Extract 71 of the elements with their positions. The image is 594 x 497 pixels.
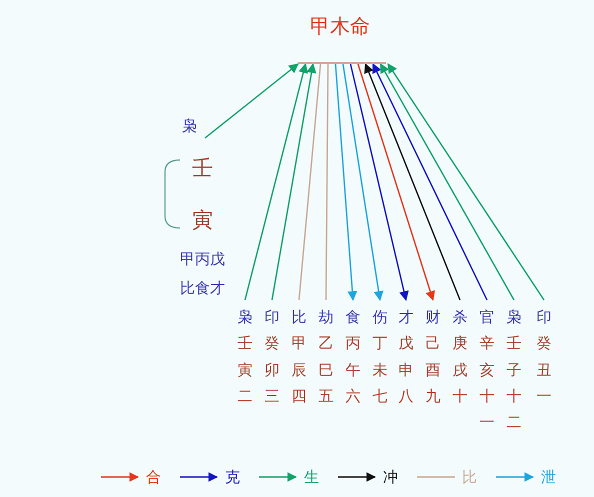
number-label: 七 (372, 386, 388, 407)
branch-label: 子 (506, 360, 522, 380)
legend-label: 生 (304, 467, 319, 488)
legend-label: 合 (146, 467, 161, 488)
number-label: 八 (398, 386, 414, 407)
stem-label: 癸 (536, 333, 552, 354)
branch-label: 辰 (292, 360, 306, 380)
ten-god-label: 杀 (452, 307, 468, 328)
stem-label: 丁 (372, 333, 388, 354)
stem-label: 戊 (398, 333, 414, 354)
stem-label: 壬 (506, 333, 522, 354)
arrow (357, 64, 435, 301)
ten-god-label: 财 (426, 307, 440, 328)
number-label: 三 (264, 386, 280, 407)
ten-god-label: 甲丙戊 (180, 249, 225, 270)
stem-branch-label: 壬 (192, 155, 213, 182)
stem-label: 辛 (480, 333, 494, 354)
number-label: 一 (536, 386, 552, 407)
arrow (342, 64, 384, 301)
ten-god-label: 比食才 (180, 278, 225, 299)
number-label: 九 (426, 386, 440, 407)
ten-god-label: 比 (292, 307, 306, 328)
stem-label: 甲 (292, 333, 306, 354)
ten-god-label: 印 (264, 307, 280, 328)
branch-label: 申 (398, 360, 414, 380)
branch-label: 午 (346, 360, 360, 380)
ten-god-label: 印 (536, 307, 552, 328)
legend-label: 克 (225, 467, 240, 488)
branch-label: 丑 (536, 360, 552, 380)
ten-god-label: 枭 (182, 117, 197, 135)
arrow (350, 64, 409, 301)
ten-god-label: 劫 (318, 307, 334, 328)
arrow (334, 64, 358, 301)
ten-god-label: 枭 (506, 307, 522, 328)
branch-label: 卯 (264, 360, 280, 380)
branch-label: 巳 (318, 360, 334, 380)
arrow (364, 63, 461, 300)
number-label: 四 (292, 386, 306, 407)
number-label: 五 (318, 386, 334, 407)
stem-label: 己 (426, 333, 440, 354)
branch-label: 寅 (238, 360, 252, 380)
branch-label: 酉 (426, 360, 440, 380)
arrow (372, 63, 488, 300)
ten-god-label: 才 (398, 307, 414, 328)
stem-label: 庚 (452, 333, 468, 354)
number-label: 十一 (480, 386, 494, 433)
arrow (244, 63, 308, 300)
legend-label: 冲 (383, 467, 398, 488)
arrow (204, 63, 299, 139)
number-label: 十二 (506, 386, 522, 433)
branch-label: 亥 (480, 360, 494, 380)
number-label: 二 (238, 386, 252, 407)
arrow (271, 63, 316, 300)
branch-label: 未 (372, 360, 388, 380)
title-text: 甲木命 (310, 14, 370, 38)
ten-god-label: 食 (346, 307, 360, 328)
ten-god-label: 官 (480, 307, 494, 328)
number-label: 十 (452, 386, 468, 407)
arrow (387, 63, 545, 300)
stem-branch-label: 寅 (192, 207, 213, 234)
legend-label: 泄 (541, 467, 556, 488)
ten-god-label: 伤 (372, 307, 388, 328)
branch-label: 戌 (452, 360, 468, 380)
legend-label: 比 (462, 467, 477, 488)
arrow (380, 63, 515, 300)
stem-label: 癸 (264, 333, 280, 354)
stem-label: 壬 (238, 333, 252, 354)
ten-god-label: 枭 (238, 307, 252, 328)
number-label: 六 (346, 386, 360, 407)
stem-label: 丙 (346, 333, 360, 354)
stem-label: 乙 (318, 333, 334, 354)
